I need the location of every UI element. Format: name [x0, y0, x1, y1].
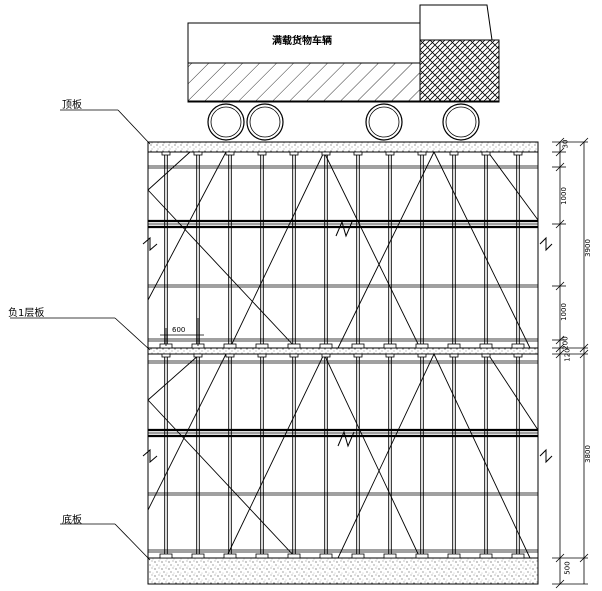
top-support [193, 353, 203, 358]
scaffold-brace [323, 353, 421, 559]
truck-cab [419, 4, 493, 41]
scaffold-frame [147, 152, 539, 558]
scaffold-brace [147, 399, 297, 559]
scaffold-brace [147, 353, 201, 401]
truck-wheel [246, 103, 284, 141]
scaffold-brace [147, 353, 227, 511]
truck-wheel [207, 103, 245, 141]
top-support [225, 353, 235, 358]
top-support [225, 151, 235, 156]
floor-slab-label: 负1层板 [8, 308, 45, 319]
top-support [481, 151, 491, 156]
scaffold-brace [147, 151, 227, 301]
truck-cargo-load [187, 62, 421, 102]
base-plate [287, 553, 301, 559]
base-plate [479, 553, 493, 559]
truck-cab-lower [419, 39, 500, 102]
base-plate [255, 553, 269, 559]
base-plate [351, 343, 365, 349]
truck-wheel [442, 103, 480, 141]
top-support [353, 151, 363, 156]
dim-spacing: 600 [172, 326, 186, 334]
top-support [449, 353, 459, 358]
top-support [289, 353, 299, 358]
scaffold-brace [337, 353, 435, 559]
scaffold-brace [323, 151, 421, 349]
base-plate [223, 553, 237, 559]
top-support [289, 151, 299, 156]
top-support [161, 353, 171, 358]
break-symbols [142, 220, 553, 464]
dim-upper-height: 3900 [583, 239, 592, 257]
scaffold-brace [487, 151, 539, 221]
base-plate [383, 343, 397, 349]
dim-top-thickness: 30 [561, 139, 570, 149]
scaffold-members [147, 151, 539, 559]
scaffold-brace [487, 353, 539, 431]
middle-slab [147, 347, 539, 355]
top-support [385, 353, 395, 358]
top-support [161, 151, 171, 156]
top-support [449, 151, 459, 156]
top-support [513, 151, 523, 156]
top-support [257, 151, 267, 156]
scaffold-brace [337, 151, 435, 349]
top-slab-label: 顶板 [62, 100, 82, 111]
dimension-lines [160, 137, 589, 589]
top-support [417, 151, 427, 156]
bottom-slab [147, 557, 539, 585]
scaffold-brace [147, 189, 297, 349]
scaffold-brace [225, 353, 325, 559]
base-plate [511, 553, 525, 559]
dim-mid-thickness: 120 [563, 348, 572, 362]
base-plate [415, 343, 429, 349]
base-plate [415, 553, 429, 559]
base-plate [447, 343, 461, 349]
bottom-slab-label: 底板 [62, 515, 82, 526]
dim-lower-height: 3800 [583, 445, 592, 463]
base-plate [511, 343, 525, 349]
truck-label: 满载货物车辆 [272, 36, 332, 47]
scaffold-brace [433, 353, 531, 559]
base-plate [319, 343, 333, 349]
dim-base-thickness: 500 [563, 561, 572, 575]
top-support [193, 151, 203, 156]
top-support [417, 353, 427, 358]
base-plate [223, 343, 237, 349]
top-support [353, 353, 363, 358]
top-support [481, 353, 491, 358]
scaffold-brace [433, 151, 531, 349]
scaffold-brace [229, 151, 325, 349]
scaffold-brace [147, 151, 191, 191]
base-plate [447, 553, 461, 559]
top-support [321, 151, 331, 156]
base-plate [287, 343, 301, 349]
base-plate [191, 553, 205, 559]
top-support [321, 353, 331, 358]
truck-wheel [365, 103, 403, 141]
base-plate [351, 553, 365, 559]
top-support [385, 151, 395, 156]
dim-mid-step: 1000 [559, 303, 568, 321]
dim-upper-step: 1000 [559, 187, 568, 205]
base-plate [319, 553, 333, 559]
base-plate [479, 343, 493, 349]
base-plate [383, 553, 397, 559]
base-plate [255, 343, 269, 349]
leader-lines [10, 109, 151, 561]
top-slab [147, 141, 539, 153]
top-support [257, 353, 267, 358]
top-support [513, 353, 523, 358]
base-plate [159, 553, 173, 559]
truck [187, 4, 500, 141]
